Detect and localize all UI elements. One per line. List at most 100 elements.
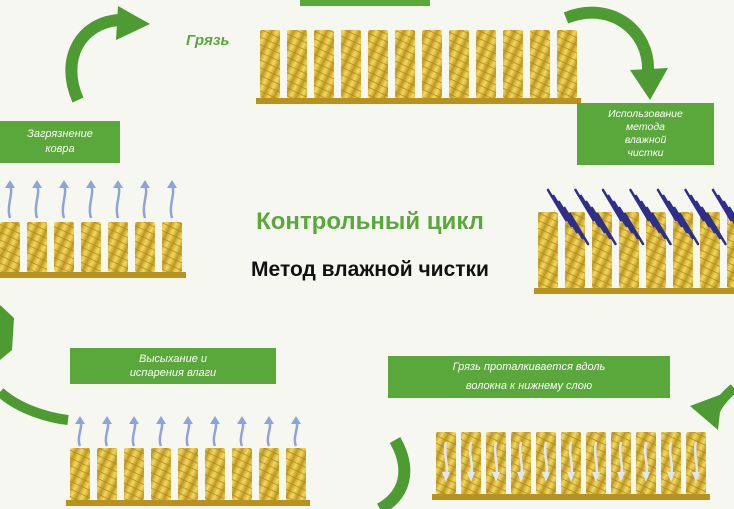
label-push-down: Грязь проталкивается вдоль волокна к ниж… — [388, 356, 670, 398]
carpet-soiling — [0, 222, 186, 278]
vapor-soiling — [5, 180, 177, 219]
label-drying: Высыхание и испарения влаги — [70, 348, 276, 384]
water-streak — [673, 206, 694, 240]
carpet-fiber — [341, 30, 361, 98]
vapor-wave — [88, 185, 94, 219]
cycle-arrow-top-left — [65, 14, 121, 103]
water-streak — [678, 212, 700, 246]
vapor-arrow-icon — [113, 180, 123, 188]
carpet-fiber — [27, 222, 47, 272]
vapor-wave — [185, 421, 191, 447]
carpet-backing — [0, 272, 186, 278]
push-down-arrow-icon — [617, 472, 625, 482]
water-streak — [640, 200, 661, 234]
carpet-fiber — [260, 30, 280, 98]
push-down-arrow-icon — [467, 472, 475, 482]
vapor-arrow-icon — [140, 180, 150, 188]
water-streak — [623, 212, 645, 246]
carpet-fiber — [0, 222, 20, 272]
label-soiling: Загрязнение ковра — [0, 121, 120, 163]
diagram-subtitle: Метод влажной чистки — [251, 258, 489, 281]
water-streak — [722, 200, 734, 222]
vapor-wave — [34, 185, 40, 219]
carpet-fiber — [530, 30, 550, 98]
top-label-bar — [300, 0, 430, 6]
label-wet-clean: Использование метода влажной чистки — [577, 103, 714, 165]
water-streak — [728, 206, 734, 218]
carpet-fiber — [124, 448, 144, 500]
carpet-backing — [432, 494, 710, 500]
vapor-wave — [104, 421, 110, 447]
vapor-arrow-icon — [237, 416, 247, 424]
water-streak — [684, 188, 705, 222]
carpet-drying — [66, 448, 310, 506]
vapor-drying — [75, 416, 301, 447]
carpet-fiber — [727, 212, 734, 288]
carpet-fiber — [81, 222, 101, 272]
push-down-arrow-icon — [542, 472, 550, 482]
water-streak — [585, 200, 606, 234]
vapor-wave — [115, 185, 121, 219]
water-streak — [656, 188, 678, 222]
cycle-arrow-bottom — [376, 437, 411, 509]
water-streak — [607, 194, 628, 228]
water-streak — [711, 188, 733, 222]
vapor-wave — [7, 185, 13, 219]
cycle-arrow-right-head — [690, 394, 722, 430]
dirt-label: Грязь — [186, 32, 230, 49]
water-streak — [552, 194, 573, 228]
carpet-backing — [534, 288, 734, 294]
vapor-wave — [142, 185, 148, 219]
carpet-fiber — [54, 222, 74, 272]
cycle-arrow-top-right-head — [630, 68, 668, 100]
push-down-arrow-icon — [667, 472, 675, 482]
push-down-arrow-icon — [692, 472, 700, 482]
water-spray — [546, 188, 734, 246]
carpet-fiber — [178, 448, 198, 500]
vapor-wave — [77, 421, 83, 447]
label-wet-clean-line-1: Использование — [608, 108, 683, 120]
vapor-wave — [158, 421, 164, 447]
label-drying-line-1: Высыхание и — [139, 353, 207, 365]
water-streak — [612, 200, 634, 234]
push-down-arrow-icon — [592, 472, 600, 482]
water-streak — [546, 188, 568, 222]
cycle-arrows — [0, 6, 734, 509]
label-push-down-line-2: волокна к нижнему слою — [465, 380, 593, 392]
diagram-title: Контрольный цикл — [256, 208, 484, 235]
push-down-arrow-icon — [442, 472, 450, 482]
carpet-fiber — [286, 448, 306, 500]
push-down-arrow-icon — [642, 472, 650, 482]
vapor-wave — [266, 421, 272, 447]
label-soiling-line-1: Загрязнение — [27, 128, 93, 140]
vapor-arrow-icon — [5, 180, 15, 188]
push-down-arrow-icon — [517, 472, 525, 482]
cycle-arrow-left — [0, 305, 14, 360]
vapor-arrow-icon — [167, 180, 177, 188]
label-wet-clean-line-3: влажной — [624, 134, 667, 146]
water-streak — [568, 212, 590, 246]
carpet-fiber — [97, 448, 117, 500]
carpet-backing — [256, 98, 581, 104]
carpet-fiber — [476, 30, 496, 98]
carpet-fiber — [135, 222, 155, 272]
vapor-wave — [169, 185, 175, 219]
water-streak — [695, 200, 716, 234]
cycle-arrow-top-left-head — [116, 6, 150, 40]
vapor-arrow-icon — [264, 416, 274, 424]
water-streak — [596, 212, 617, 246]
vapor-wave — [61, 185, 67, 219]
vapor-wave — [212, 421, 218, 447]
carpet-fiber — [449, 30, 469, 98]
water-streak — [579, 194, 601, 228]
cycle-arrow-top-right — [563, 6, 655, 73]
carpet-fiber — [151, 448, 171, 500]
water-streak — [651, 212, 672, 246]
water-streak — [700, 206, 722, 240]
carpet-backing — [66, 500, 310, 506]
vapor-arrow-icon — [129, 416, 139, 424]
water-streak — [574, 188, 595, 222]
cycle-arrow-bottom-left — [0, 388, 69, 425]
vapor-arrow-icon — [210, 416, 220, 424]
